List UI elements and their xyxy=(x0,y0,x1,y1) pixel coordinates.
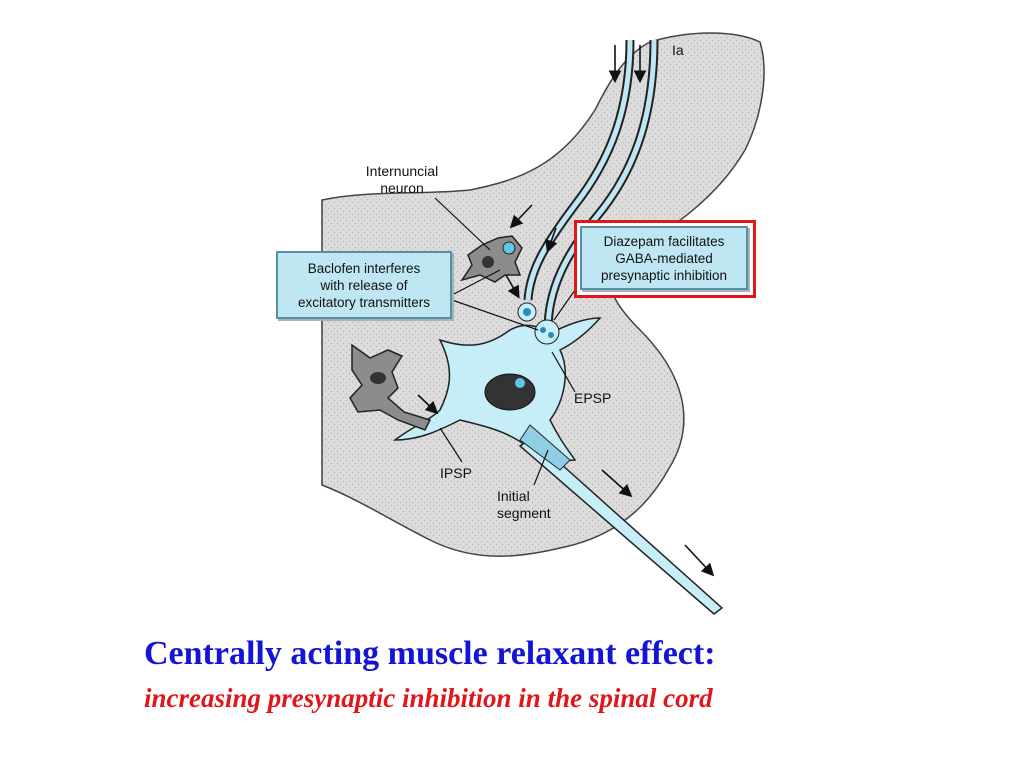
slide-title: Centrally acting muscle relaxant effect: xyxy=(144,635,716,672)
internuncial-synapse xyxy=(502,241,516,255)
internuncial-label-line-2: neuron xyxy=(380,180,424,196)
ia-afferent-fibers xyxy=(523,39,659,331)
baclofen-callout: Baclofen interferes with release of exci… xyxy=(276,251,452,319)
ipsp-label: IPSP xyxy=(440,465,472,481)
diazepam-line-2: GABA-mediated xyxy=(615,250,713,266)
diazepam-line-1: Diazepam facilitates xyxy=(603,233,725,249)
internuncial-label-line-1: Internuncial xyxy=(365,163,439,179)
internuncial-neuron-label: Internuncial neuron xyxy=(352,163,452,197)
slide-subtitle: increasing presynaptic inhibition in the… xyxy=(144,683,713,713)
inhibitory-interneuron xyxy=(349,343,432,431)
internuncial-nucleus xyxy=(482,256,494,268)
diazepam-callout: Diazepam facilitates GABA-mediated presy… xyxy=(580,226,748,290)
initial-segment-shade xyxy=(519,424,571,471)
flow-arrows xyxy=(417,45,715,577)
baclofen-line-1: Baclofen interferes xyxy=(307,260,421,276)
diazepam-line-3: presynaptic inhibition xyxy=(600,267,728,283)
interneuron-nucleus xyxy=(370,372,386,384)
initial-segment-line-1: Initial xyxy=(497,488,530,504)
presynaptic-terminal-2 xyxy=(534,319,560,345)
baclofen-line-3: excitatory transmitters xyxy=(297,294,431,310)
leader-lines xyxy=(434,197,576,486)
initial-segment-label: Initial segment xyxy=(497,488,551,522)
ia-label: Ia xyxy=(672,42,684,58)
motor-neuron-nucleus xyxy=(484,373,536,411)
initial-segment-line-2: segment xyxy=(497,505,551,521)
epsp-label: EPSP xyxy=(574,390,612,406)
baclofen-line-2: with release of xyxy=(320,277,408,293)
nucleolus xyxy=(515,378,525,388)
